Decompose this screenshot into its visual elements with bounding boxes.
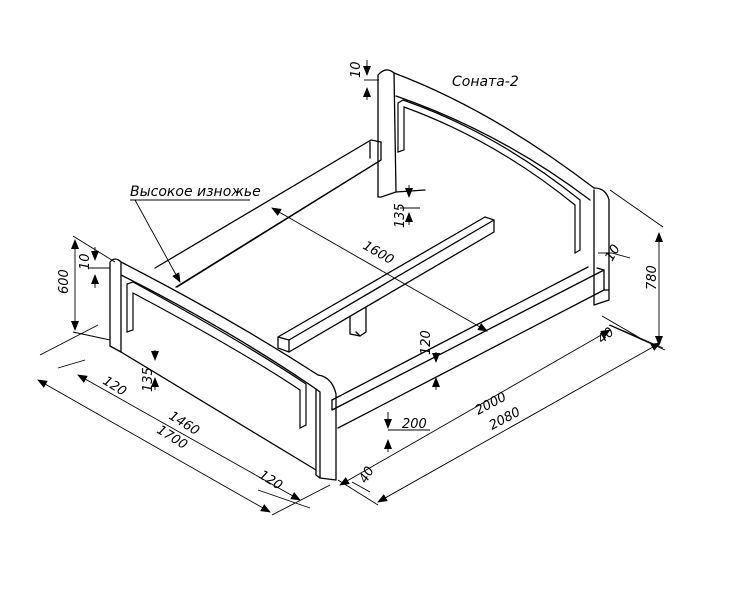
dim-headboard-side-offset: 10 <box>602 242 623 264</box>
dim-panel-inset-foot: 135 <box>141 367 156 392</box>
dim-footboard-top-offset: 10 <box>78 253 93 270</box>
dim-leg-width-right: 120 <box>256 468 285 494</box>
callout-label: Высокое изножье <box>130 184 261 200</box>
dimension-lines <box>37 60 666 516</box>
dim-inner-width: 1600 <box>360 238 396 268</box>
dim-footboard-height: 600 <box>57 269 72 294</box>
headboard <box>377 69 610 306</box>
cross-beam <box>277 216 495 353</box>
dim-rail-bottom: 200 <box>402 417 427 432</box>
drawing-title: Соната-2 <box>452 74 519 90</box>
dim-headboard-top-offset: 10 <box>349 61 364 78</box>
dim-rail-height: 120 <box>419 330 434 355</box>
dim-rail-inset-rear: 40 <box>595 325 617 347</box>
dim-headboard-height: 780 <box>645 265 660 290</box>
dim-panel-inset-head: 135 <box>393 203 408 228</box>
dim-rail-inset-front: 40 <box>356 464 377 486</box>
